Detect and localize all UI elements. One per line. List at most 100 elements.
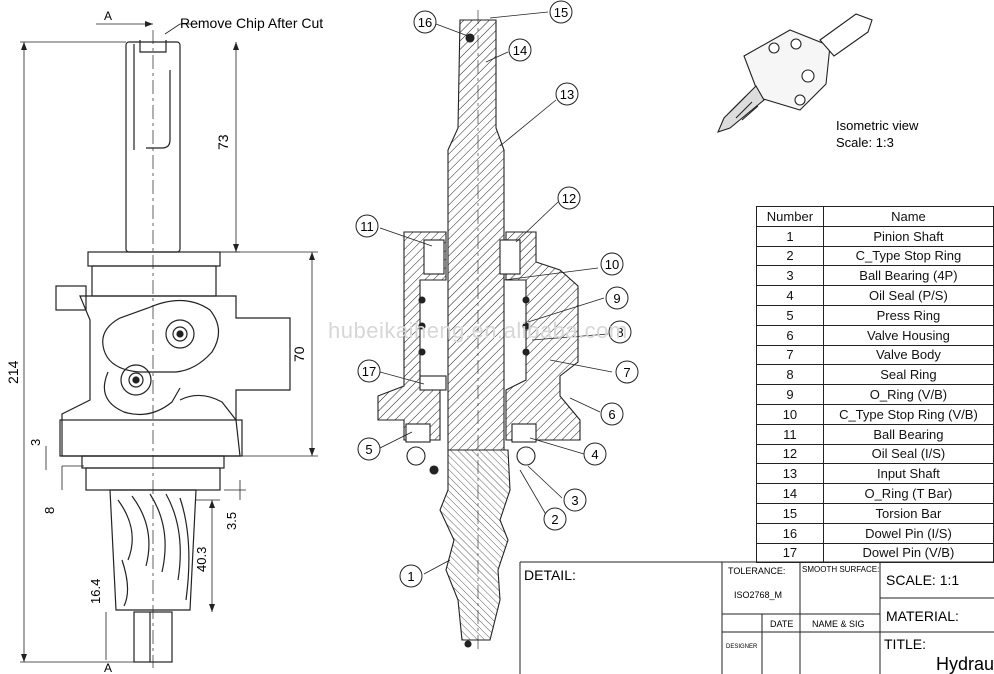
part-number: 2: [756, 245, 824, 267]
part-name: C_Type Stop Ring (V/B): [822, 403, 994, 425]
balloon-1: 1: [407, 569, 414, 584]
part-name: O_Ring (T Bar): [822, 483, 994, 504]
title-label: TITLE:: [884, 636, 926, 652]
header-number: Number: [756, 206, 824, 227]
section-view: [377, 10, 581, 650]
watermark: hubeikaiheng.en.alibaba.com: [328, 318, 628, 343]
dim-3-5: 3.5: [224, 512, 239, 530]
part-number: 12: [756, 443, 824, 465]
balloon-11: 11: [360, 219, 374, 234]
part-name: C_Type Stop Ring: [822, 245, 994, 267]
balloon-17: 17: [362, 364, 376, 379]
leader-lines: [379, 11, 613, 575]
dim-16-4: 16.4: [88, 579, 103, 604]
parts-table-header: Number Name: [756, 206, 994, 227]
balloon-4: 4: [591, 447, 598, 462]
dim-8: 8: [42, 507, 57, 514]
balloon-3: 3: [571, 493, 578, 508]
dimension-arrows: [21, 21, 315, 662]
side-view: [55, 30, 291, 668]
isometric-view: [717, 13, 873, 133]
designer-label: DESIGNER: [726, 644, 758, 650]
part-number: 9: [756, 384, 824, 405]
detail-label: DETAIL:: [524, 567, 576, 583]
balloon-7: 7: [623, 365, 630, 380]
part-name: Ball Bearing: [822, 423, 994, 445]
dim-40-3: 40.3: [194, 547, 209, 572]
balloon-14: 14: [513, 43, 527, 58]
isometric-caption: Isometric view: [836, 118, 919, 133]
section-a-bottom: A: [104, 661, 112, 674]
part-name: Oil Seal (I/S): [822, 443, 994, 465]
balloon-6: 6: [608, 407, 615, 422]
part-name: Valve Housing: [822, 324, 994, 346]
name-sig-label: NAME & SIG: [812, 619, 865, 629]
material-label: MATERIAL:: [886, 608, 959, 624]
balloon-13: 13: [560, 87, 574, 102]
dim-214: 214: [5, 360, 21, 384]
dimension-lines: [20, 23, 318, 663]
part-number: 5: [756, 304, 824, 326]
balloon-5: 5: [365, 442, 372, 457]
part-number: 14: [756, 483, 824, 504]
balloon-8: 8: [616, 325, 623, 340]
smooth-surface-label: SMOOTH SURFACE:: [802, 565, 879, 574]
part-number: 6: [756, 324, 824, 346]
balloon-2: 2: [551, 512, 558, 527]
balloon-15: 15: [554, 5, 568, 20]
dim-70: 70: [291, 346, 307, 362]
part-name: Dowel Pin (V/B): [822, 542, 994, 564]
part-number: 7: [756, 344, 824, 366]
part-number: 11: [756, 423, 824, 445]
part-name: Press Ring: [822, 304, 994, 326]
tolerance-value: ISO2768_M: [734, 590, 782, 600]
scale-label: SCALE: 1:1: [886, 572, 959, 588]
part-number: 1: [756, 225, 824, 247]
part-name: Dowel Pin (I/S): [822, 522, 994, 544]
balloon-16: 16: [418, 15, 432, 30]
part-name: O_Ring (V/B): [822, 384, 994, 405]
part-name: Pinion Shaft: [822, 225, 994, 247]
isometric-scale: Scale: 1:3: [836, 135, 894, 150]
part-name: Valve Body: [822, 344, 994, 366]
part-number: 3: [756, 265, 824, 287]
dim-3: 3: [28, 439, 43, 446]
part-name: Input Shaft: [822, 463, 994, 485]
part-name: Oil Seal (P/S): [822, 285, 994, 306]
part-number: 17: [756, 542, 824, 564]
title-value: Hydrau: [936, 654, 994, 674]
balloons: [355, 0, 639, 588]
balloon-9: 9: [613, 291, 620, 306]
tolerance-label: TOLERANCE:: [728, 566, 785, 576]
part-number: 4: [756, 285, 824, 306]
dim-73: 73: [215, 134, 231, 150]
header-name: Name: [822, 206, 994, 227]
remove-chip-note: Remove Chip After Cut: [180, 15, 323, 31]
part-number: 16: [756, 522, 824, 544]
balloon-12: 12: [562, 191, 576, 206]
balloon-10: 10: [605, 257, 619, 272]
part-number: 8: [756, 364, 824, 386]
part-number: 15: [756, 502, 824, 524]
part-name: Ball Bearing (4P): [822, 265, 994, 287]
part-name: Torsion Bar: [822, 502, 994, 524]
